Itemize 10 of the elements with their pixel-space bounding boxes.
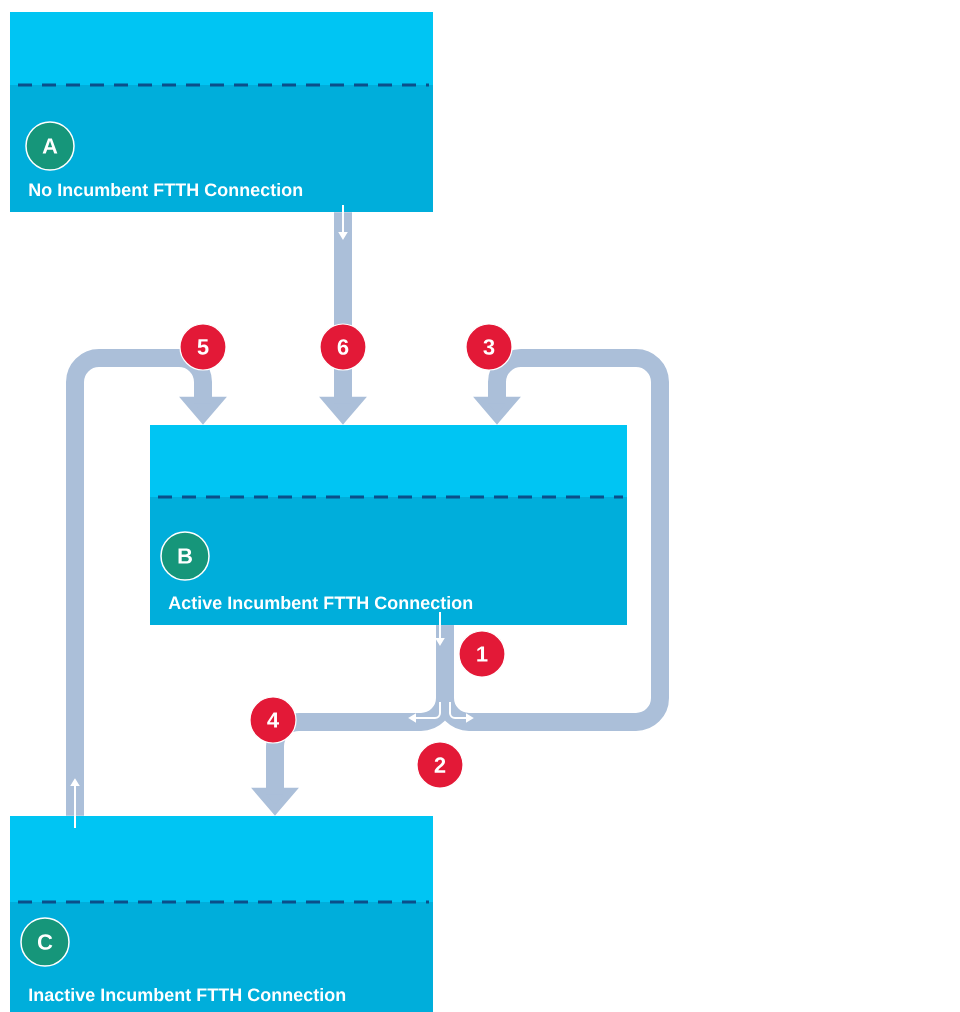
callout-number: 1 bbox=[458, 630, 506, 678]
letter-badge: B bbox=[160, 531, 210, 581]
edge-label: 6 bbox=[319, 323, 367, 371]
callout-number: 2 bbox=[416, 741, 464, 789]
edge-label: 4 bbox=[249, 696, 297, 744]
letter-badge: A bbox=[25, 121, 75, 171]
letter-badge: C bbox=[20, 917, 70, 967]
flow-arrow bbox=[66, 349, 227, 816]
edge-label: 3 bbox=[465, 323, 513, 371]
edge-label: 5 bbox=[179, 323, 227, 371]
